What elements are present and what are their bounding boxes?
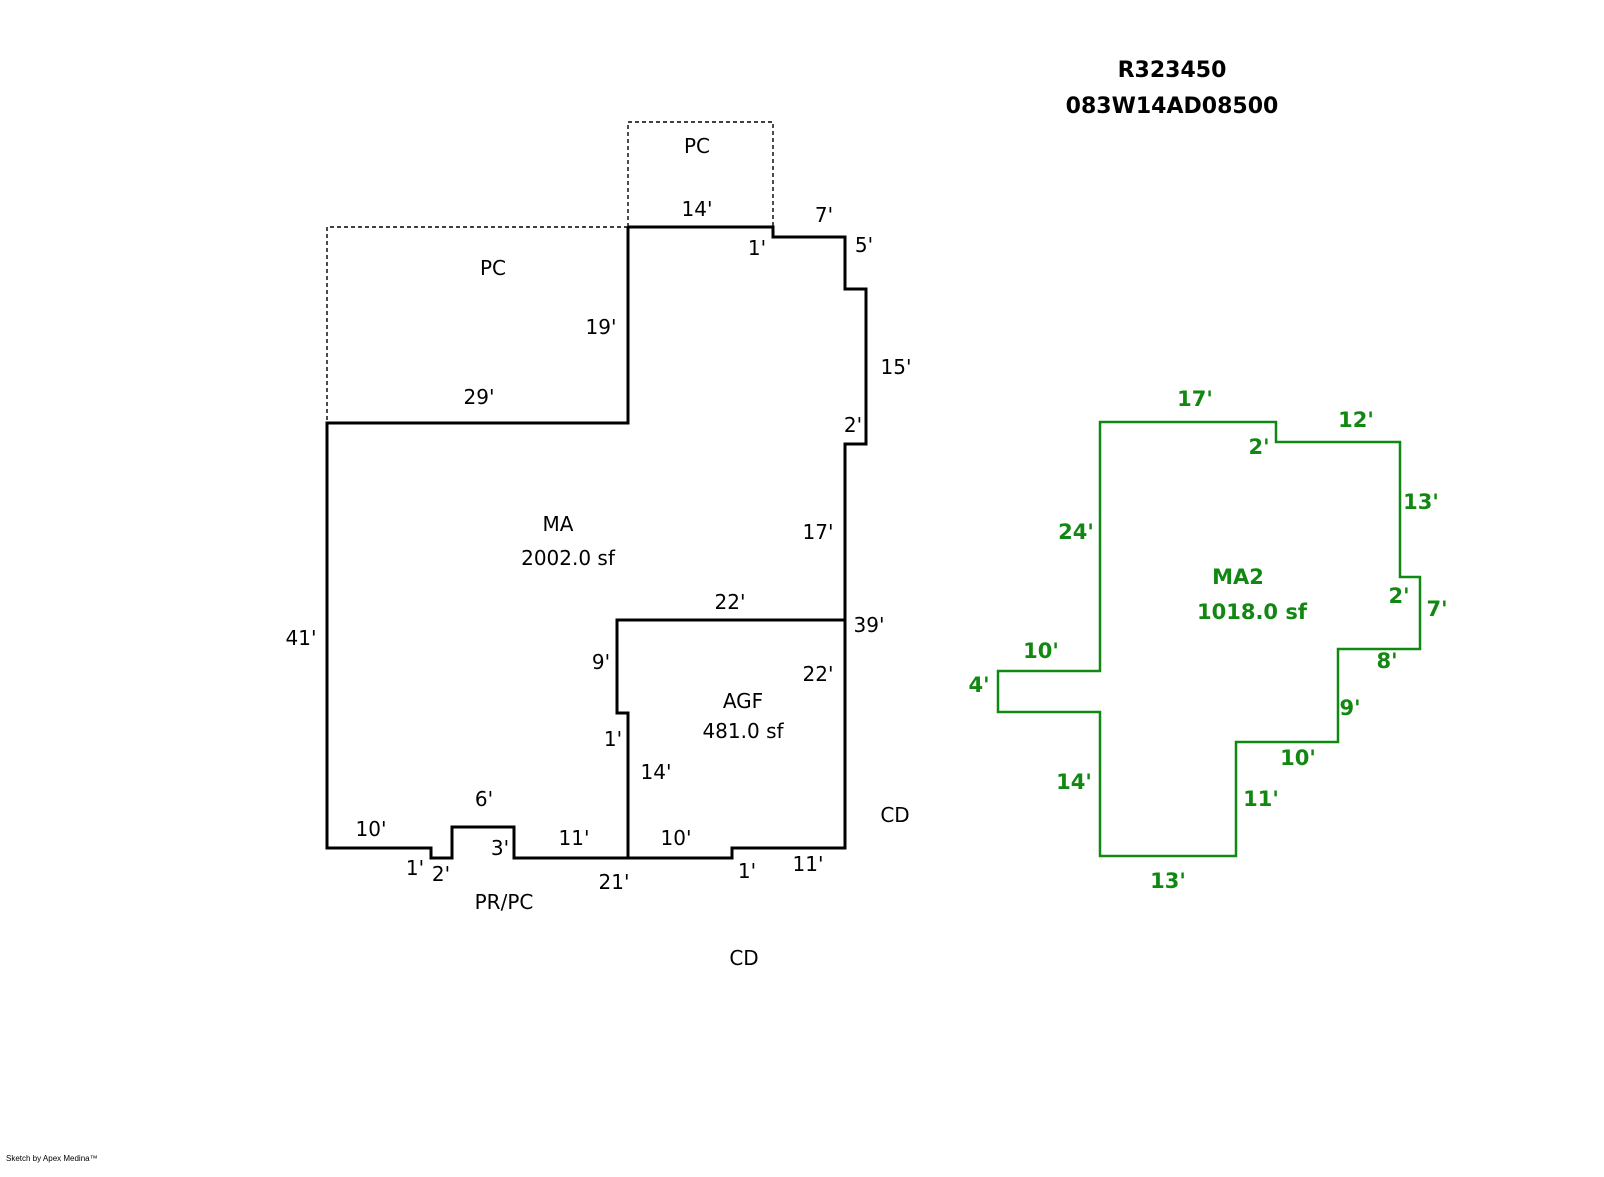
dim-label: 21' bbox=[599, 870, 630, 894]
dim-label: 4' bbox=[968, 673, 989, 697]
ma2-outline bbox=[996, 420, 1422, 858]
dim-label: 7' bbox=[1426, 597, 1447, 621]
dim-label: 14' bbox=[682, 197, 713, 221]
pr-pc-label: PR/PC bbox=[475, 890, 534, 914]
dim-label: 1' bbox=[604, 727, 622, 751]
dim-label: 22' bbox=[715, 590, 746, 614]
dim-label: 2' bbox=[1388, 584, 1409, 608]
dim-label: 2' bbox=[844, 413, 862, 437]
pc-top-outline bbox=[627, 121, 774, 227]
dim-label: 19' bbox=[586, 315, 617, 339]
dim-label: 29' bbox=[464, 385, 495, 409]
parcel-id: R323450 bbox=[1118, 58, 1227, 83]
dim-label: 24' bbox=[1058, 520, 1094, 544]
dim-label: 6' bbox=[475, 787, 493, 811]
map-tax-lot: 083W14AD08500 bbox=[1066, 94, 1279, 119]
agf-label: AGF bbox=[723, 689, 763, 713]
pc-top-label: PC bbox=[684, 134, 710, 158]
dim-label: 17' bbox=[803, 520, 834, 544]
dim-label: 14' bbox=[641, 760, 672, 784]
dim-label: 11' bbox=[559, 826, 590, 850]
dim-label: 10' bbox=[661, 826, 692, 850]
dim-label: 10' bbox=[356, 817, 387, 841]
dim-label: 41' bbox=[286, 626, 317, 650]
dim-label: 12' bbox=[1338, 408, 1374, 432]
dim-label: 9' bbox=[592, 650, 610, 674]
dim-label: 10' bbox=[1023, 639, 1059, 663]
ma-label: MA bbox=[543, 512, 574, 536]
dim-label: 1' bbox=[738, 859, 756, 883]
dim-label: 15' bbox=[881, 355, 912, 379]
cd-bottom-label: CD bbox=[729, 946, 758, 970]
dim-label: 1' bbox=[406, 856, 424, 880]
ma2-area: 1018.0 sf bbox=[1197, 600, 1308, 624]
footer-credit: Sketch by Apex Medina™ bbox=[6, 1154, 98, 1163]
agf-area: 481.0 sf bbox=[702, 719, 784, 743]
dim-label: 3' bbox=[491, 836, 509, 860]
dim-label: 11' bbox=[1243, 787, 1279, 811]
dim-label: 7' bbox=[815, 203, 833, 227]
pc-left-outline bbox=[326, 226, 628, 423]
ma2-label: MA2 bbox=[1212, 565, 1264, 589]
cd-right-label: CD bbox=[880, 803, 909, 827]
dim-label: 11' bbox=[793, 852, 824, 876]
ma-area: 2002.0 sf bbox=[521, 546, 616, 570]
dim-label: 8' bbox=[1376, 649, 1397, 673]
dim-label: 39' bbox=[854, 613, 885, 637]
dim-label: 17' bbox=[1177, 387, 1213, 411]
dim-label: 1' bbox=[748, 236, 766, 260]
dim-label: 5' bbox=[855, 233, 873, 257]
agf-outline bbox=[615, 618, 845, 858]
dim-label: 10' bbox=[1280, 746, 1316, 770]
dim-label: 2' bbox=[1248, 435, 1269, 459]
ma-outline bbox=[325, 225, 868, 860]
dim-label: 13' bbox=[1403, 490, 1439, 514]
dim-label: 22' bbox=[803, 662, 834, 686]
pc-left-label: PC bbox=[480, 256, 506, 280]
dim-label: 9' bbox=[1339, 696, 1360, 720]
dim-label: 13' bbox=[1150, 869, 1186, 893]
dim-label: 2' bbox=[432, 862, 450, 886]
dim-label: 14' bbox=[1056, 770, 1092, 794]
